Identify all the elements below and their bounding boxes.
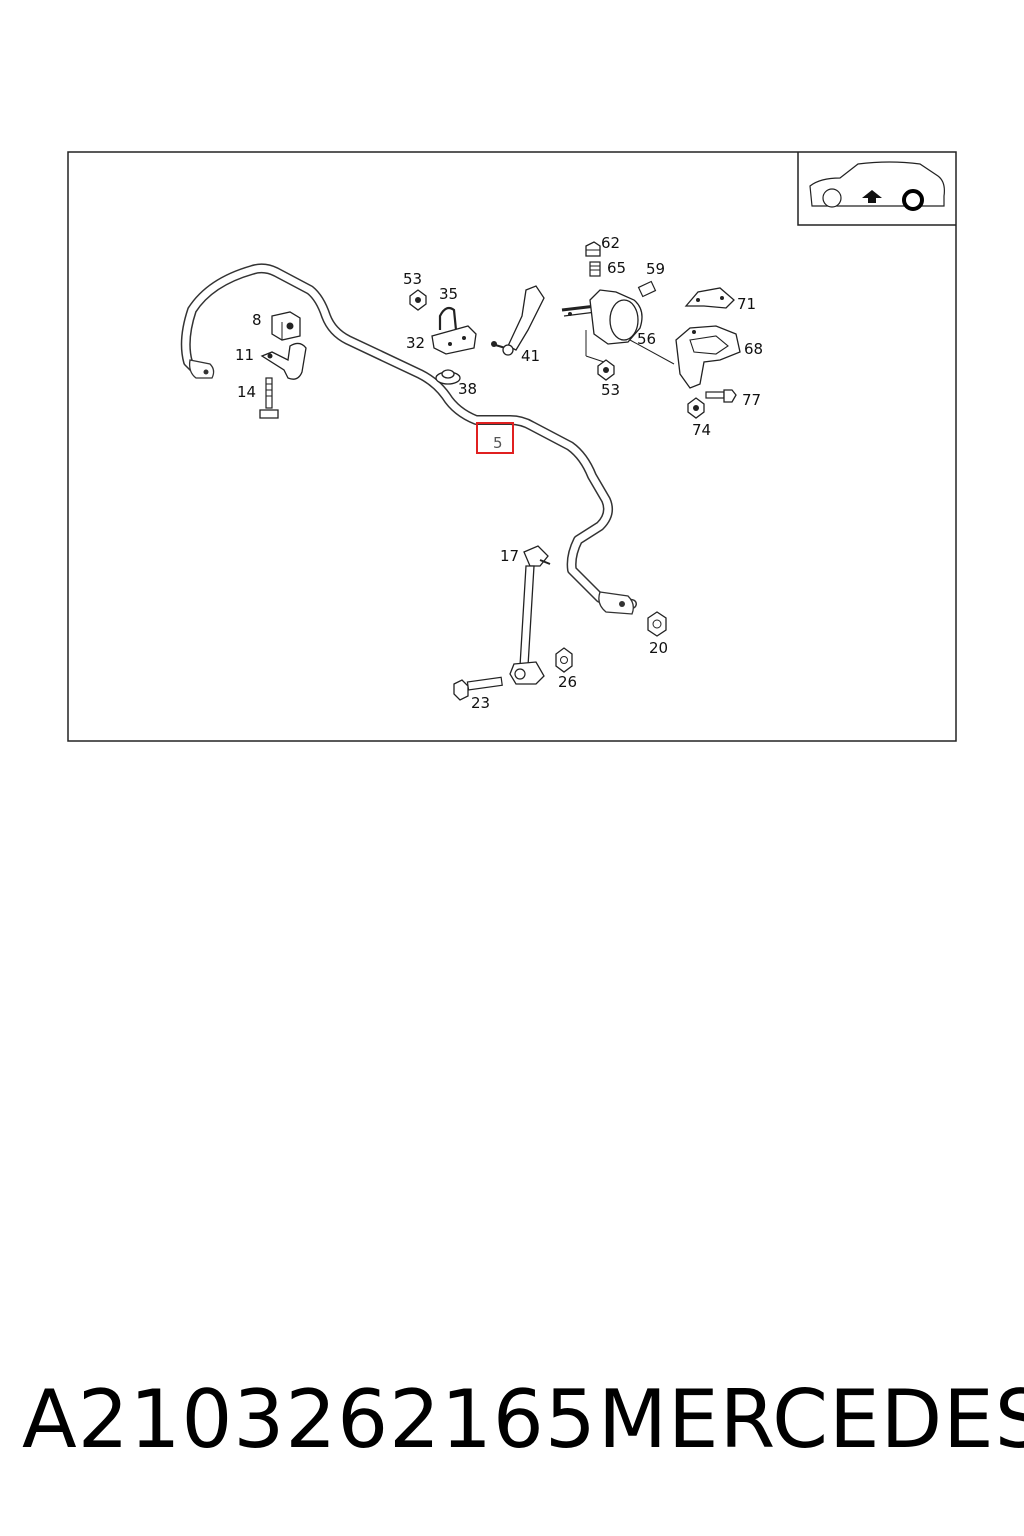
callout-label: 26 bbox=[558, 673, 577, 691]
link-rod-icon bbox=[509, 545, 551, 685]
bolt-icon bbox=[705, 389, 737, 403]
level-sensor-icon bbox=[561, 289, 675, 365]
valve-icon bbox=[589, 261, 601, 277]
callout-label: 35 bbox=[439, 285, 458, 303]
bolt-icon bbox=[259, 377, 279, 419]
brand-name: MERCEDES bbox=[598, 1373, 1024, 1466]
grommet-icon bbox=[435, 369, 461, 385]
sensor-bracket-icon bbox=[675, 325, 741, 389]
level-sensor-linkage-icon bbox=[491, 285, 545, 356]
stabilizer-bar bbox=[180, 263, 637, 615]
parts-diagram: 8 11 14 53 35 32 41 38 62 65 59 71 56 68… bbox=[67, 151, 957, 742]
nut-icon bbox=[687, 397, 705, 419]
nut-icon bbox=[647, 611, 667, 637]
callout-label: 20 bbox=[649, 639, 668, 657]
callout-label: 17 bbox=[500, 547, 519, 565]
callout-label: 8 bbox=[252, 311, 262, 329]
part-number: A2103262165 bbox=[22, 1373, 597, 1466]
callout-label: 59 bbox=[646, 260, 665, 278]
nut-icon bbox=[597, 359, 615, 381]
fitting-icon bbox=[637, 280, 657, 298]
diagram-frame bbox=[67, 151, 957, 742]
callout-label: 68 bbox=[744, 340, 763, 358]
mounting-plate-icon bbox=[684, 287, 735, 309]
callout-label: 53 bbox=[403, 270, 422, 288]
cap-icon bbox=[585, 241, 601, 257]
clamp-icon bbox=[260, 342, 307, 380]
bracket-icon bbox=[431, 325, 477, 355]
callout-label: 38 bbox=[458, 380, 477, 398]
highlighted-callout-label: 5 bbox=[493, 434, 503, 452]
highlight-box bbox=[476, 422, 514, 454]
callout-label: 74 bbox=[692, 421, 711, 439]
callout-label: 14 bbox=[237, 383, 256, 401]
car-orientation-icon bbox=[797, 152, 956, 226]
callout-label: 62 bbox=[601, 234, 620, 252]
callout-label: 53 bbox=[601, 381, 620, 399]
callout-label: 41 bbox=[521, 347, 540, 365]
rubber-mount-icon bbox=[271, 311, 301, 341]
u-bolt-icon bbox=[438, 306, 458, 331]
callout-label: 32 bbox=[406, 334, 425, 352]
callout-label: 23 bbox=[471, 694, 490, 712]
callout-label: 11 bbox=[235, 346, 254, 364]
callout-label: 71 bbox=[737, 295, 756, 313]
nut-icon bbox=[409, 289, 427, 311]
footer: A2103262165 MERCEDES bbox=[0, 1370, 1024, 1480]
highlighted-part-callout[interactable]: 5 bbox=[476, 422, 514, 454]
callout-label: 56 bbox=[637, 330, 656, 348]
callout-label: 65 bbox=[607, 259, 626, 277]
bolt-icon bbox=[453, 676, 503, 701]
callout-label: 77 bbox=[742, 391, 761, 409]
nut-icon bbox=[555, 647, 573, 673]
